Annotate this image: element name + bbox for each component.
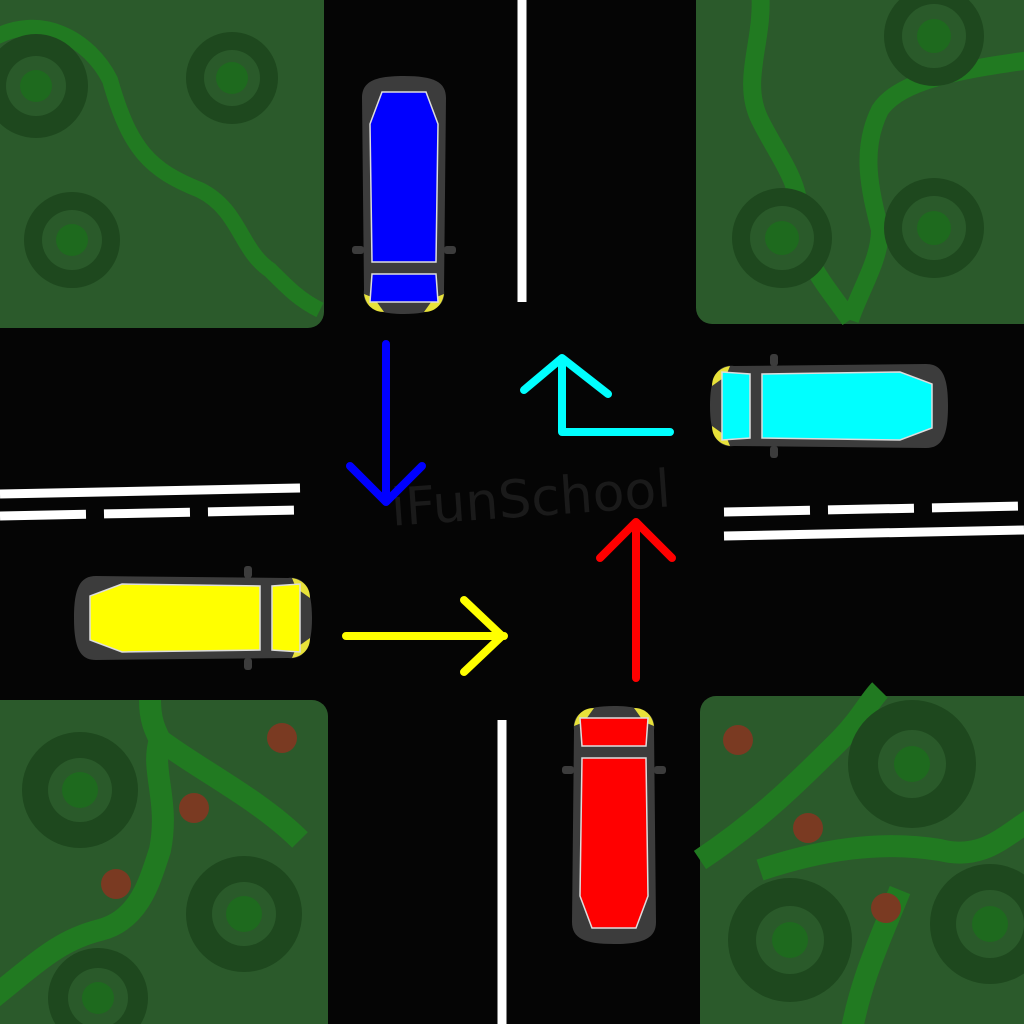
headlight <box>574 708 594 726</box>
tree <box>24 192 120 288</box>
side-mirror <box>562 766 574 774</box>
headlight <box>292 638 310 658</box>
side-mirror <box>244 658 252 670</box>
grass-block-top-right <box>696 0 1024 326</box>
side-mirror <box>244 566 252 578</box>
cyan-car-arrow <box>520 354 674 436</box>
side-mirror <box>770 446 778 458</box>
lane-line-west-solid <box>0 483 301 499</box>
grass-block-bottom-right <box>693 682 1024 1024</box>
side-mirror <box>352 246 364 254</box>
tree <box>22 732 138 848</box>
tree <box>186 856 302 972</box>
berry <box>723 725 753 755</box>
berry <box>179 793 209 823</box>
yellow-car <box>74 566 312 670</box>
cyan-car <box>710 354 948 458</box>
headlight <box>634 708 654 726</box>
car-roof <box>761 371 933 441</box>
windshield <box>271 583 301 653</box>
headlight <box>292 578 310 598</box>
tree <box>48 948 148 1024</box>
tree <box>728 878 852 1002</box>
grass-block-bottom-left <box>0 699 328 1024</box>
yellow-car-arrow <box>342 596 508 676</box>
windshield <box>721 371 751 441</box>
headlight <box>712 426 730 446</box>
blue-car-arrow <box>346 340 426 506</box>
grass-block-top-left <box>0 0 324 328</box>
car-roof <box>579 757 649 929</box>
tree <box>186 32 278 124</box>
headlight <box>424 294 444 312</box>
lane-line-east-dashed <box>723 501 1024 517</box>
tree <box>848 700 976 828</box>
red-car <box>562 706 666 944</box>
side-mirror <box>444 246 456 254</box>
headlight <box>712 366 730 386</box>
lane-line-west-dashed <box>0 505 301 521</box>
lane-line-east-solid <box>723 525 1024 541</box>
berry <box>793 813 823 843</box>
berry <box>101 869 131 899</box>
tree <box>884 0 984 86</box>
tree <box>884 178 984 278</box>
berry <box>267 723 297 753</box>
cars <box>74 76 948 944</box>
direction-arrows <box>342 340 676 682</box>
windshield <box>579 717 649 747</box>
car-roof <box>89 583 261 653</box>
berry <box>871 893 901 923</box>
windshield <box>369 273 439 303</box>
headlight <box>364 294 384 312</box>
tree <box>732 188 832 288</box>
blue-car <box>352 76 456 314</box>
red-car-arrow <box>596 518 676 682</box>
tree <box>0 34 88 138</box>
side-mirror <box>654 766 666 774</box>
car-roof <box>369 91 439 263</box>
tree <box>930 864 1024 984</box>
side-mirror <box>770 354 778 366</box>
